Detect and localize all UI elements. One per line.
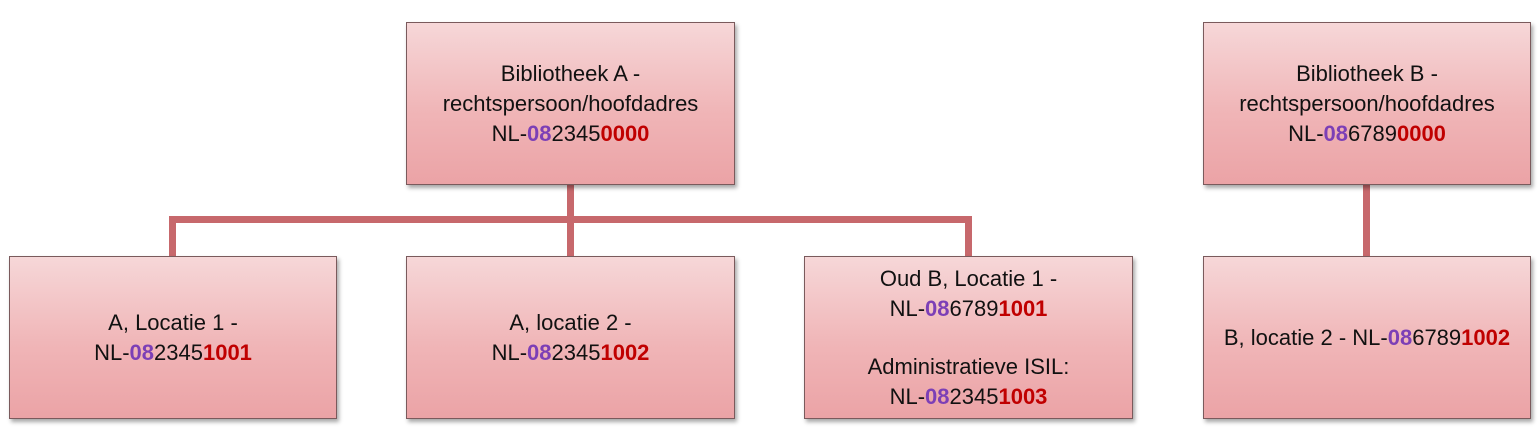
node-a-locatie-1: A, Locatie 1 - NL-0823451001 — [9, 256, 337, 419]
node-title-line2: rechtspersoon/hoofdadres — [442, 90, 699, 116]
node-title: A, locatie 2 - — [509, 309, 632, 335]
isil-segment-purple: 08 — [1387, 324, 1413, 350]
isil-segment-red: 1002 — [600, 339, 650, 365]
node-title: B, locatie 2 - — [1223, 324, 1353, 350]
admin-isil-code: NL-0823451003 — [890, 382, 1048, 412]
node-a-locatie-2: A, locatie 2 - NL-0823451002 — [406, 256, 735, 419]
isil-segment-purple: 08 — [925, 295, 950, 321]
isil-segment-purple: 08 — [527, 339, 552, 365]
isil-code: NL-0867891001 — [890, 294, 1048, 324]
node-title-with-isil: B, locatie 2 - NL-0867891002 — [1224, 323, 1510, 353]
node-title: A, Locatie 1 - — [108, 309, 238, 335]
isil-code: NL-0823451001 — [94, 338, 252, 368]
isil-prefix: NL- — [889, 383, 926, 409]
connector-b-root-down — [1363, 185, 1370, 256]
isil-segment-purple: 08 — [129, 339, 155, 365]
isil-prefix: NL- — [491, 120, 528, 146]
isil-prefix: NL- — [1352, 324, 1388, 350]
isil-segment-red: 1002 — [1461, 324, 1511, 350]
connector-a-loc3-drop — [965, 216, 972, 256]
isil-code: NL-0823451002 — [492, 338, 650, 368]
connector-a-loc2-drop — [567, 216, 574, 256]
node-bibliotheek-a: Bibliotheek A - rechtspersoon/hoofdadres… — [406, 22, 735, 185]
node-title-line2: rechtspersoon/hoofdadres — [1239, 90, 1495, 116]
isil-segment-red: 0000 — [1396, 120, 1446, 146]
connector-a-loc1-drop — [169, 216, 176, 256]
isil-prefix: NL- — [94, 339, 130, 365]
node-oud-b-locatie-1: Oud B, Locatie 1 - NL-0867891001 Adminis… — [804, 256, 1133, 419]
isil-prefix: NL- — [889, 295, 926, 321]
node-title: Oud B, Locatie 1 - — [879, 265, 1058, 291]
node-title-line1: Bibliotheek A - — [500, 60, 641, 86]
isil-segment-plain: 2345 — [551, 120, 601, 146]
isil-segment-purple: 08 — [527, 120, 552, 146]
isil-segment-red: 1001 — [998, 295, 1048, 321]
isil-segment-red: 1003 — [998, 383, 1048, 409]
isil-segment-plain: 6789 — [1412, 324, 1462, 350]
node-bibliotheek-b: Bibliotheek B - rechtspersoon/hoofdadres… — [1203, 22, 1531, 185]
isil-code: NL-0867890000 — [1288, 119, 1446, 149]
isil-segment-red: 1001 — [202, 339, 252, 365]
isil-segment-red: 0000 — [600, 120, 650, 146]
isil-segment-plain: 2345 — [949, 383, 999, 409]
isil-segment-plain: 2345 — [551, 339, 601, 365]
isil-prefix: NL- — [491, 339, 528, 365]
isil-code: NL-0823450000 — [492, 119, 650, 149]
isil-segment-plain: 6789 — [1348, 120, 1397, 146]
isil-segment-plain: 2345 — [154, 339, 203, 365]
connector-a-root-down — [567, 185, 574, 223]
admin-isil-label: Administratieve ISIL: — [867, 353, 1070, 379]
node-b-locatie-2: B, locatie 2 - NL-0867891002 — [1203, 256, 1531, 419]
isil-prefix: NL- — [1288, 120, 1324, 146]
isil-segment-plain: 6789 — [949, 295, 999, 321]
node-title-line1: Bibliotheek B - — [1296, 60, 1438, 86]
isil-segment-purple: 08 — [1323, 120, 1349, 146]
isil-segment-purple: 08 — [925, 383, 950, 409]
